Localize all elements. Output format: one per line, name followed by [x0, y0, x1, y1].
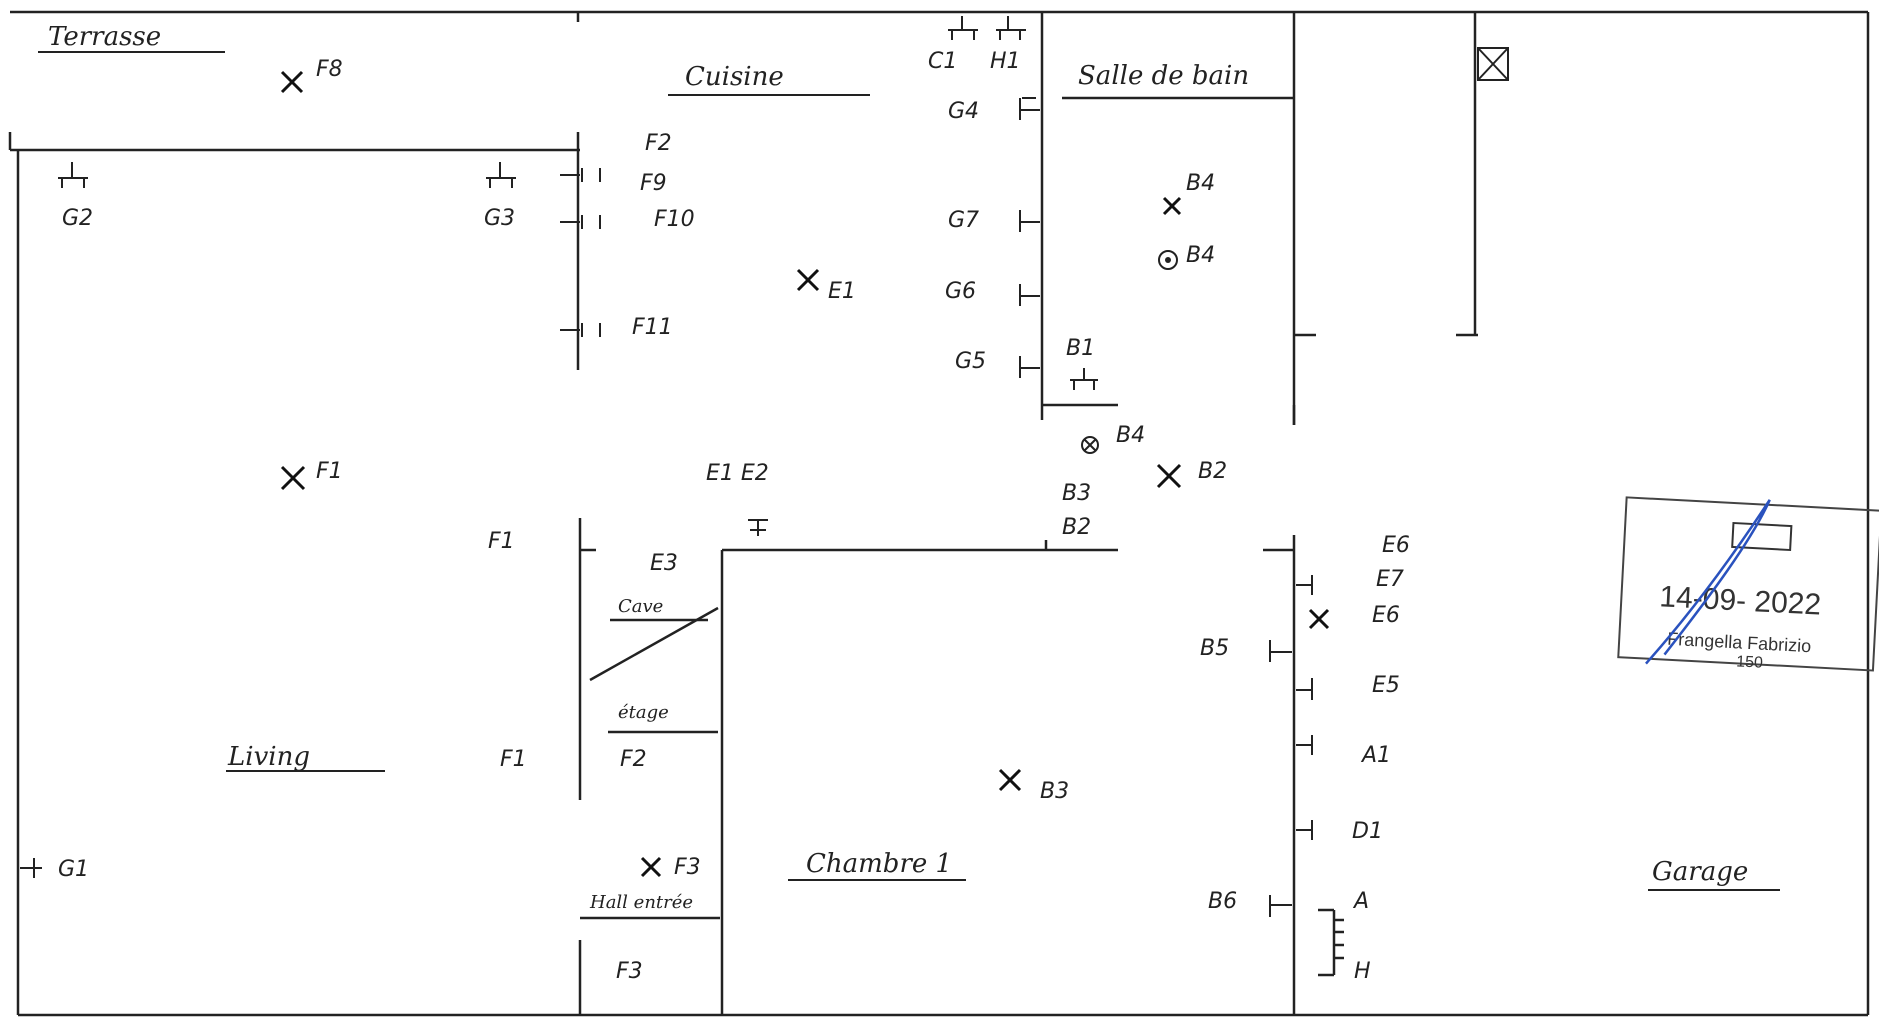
label-E3: E3: [650, 551, 678, 576]
socket-icon: [1019, 97, 1040, 120]
label-F1-low: F1: [500, 747, 527, 772]
label-F10: F10: [654, 207, 695, 232]
socket-icon: [1296, 820, 1313, 840]
socket-icon: [1269, 640, 1292, 662]
socket-icon: [1019, 356, 1040, 378]
signature: [1645, 499, 1771, 665]
socket-icon: [1070, 368, 1098, 390]
label-F1: F1: [316, 459, 343, 484]
label-B6: B6: [1208, 889, 1237, 914]
label-G3: G3: [484, 206, 515, 231]
light-point-icon: [280, 70, 304, 94]
socket-icon: [486, 162, 516, 188]
shaft-icon: [1477, 47, 1509, 81]
light-points: [280, 70, 1330, 878]
label-B4-mid: B4: [1186, 243, 1215, 268]
socket-icon: [560, 323, 601, 337]
socket-icon: [748, 519, 768, 536]
label-E7: E7: [1376, 567, 1404, 592]
socket-icon: [20, 858, 42, 878]
socket-icon: [560, 215, 601, 229]
room-garage: Garage: [1652, 857, 1748, 887]
light-point-icon: [280, 465, 306, 491]
label-G7: G7: [948, 208, 979, 233]
detector-icon: [1158, 250, 1178, 270]
label-F2: F2: [645, 131, 672, 156]
socket-icon: [1296, 678, 1313, 700]
stamp-emblem: [1731, 521, 1793, 552]
label-D1: D1: [1352, 819, 1383, 844]
label-C1: C1: [928, 49, 957, 74]
stamp-date: 14-09- 2022: [1659, 580, 1822, 621]
socket-icon: [1296, 735, 1313, 755]
light-point-icon: [640, 856, 662, 878]
label-G2: G2: [62, 206, 93, 231]
label-B3-chambre: B3: [1040, 779, 1069, 804]
light-point-icon: [1162, 196, 1182, 216]
label-E1E2: E1 E2: [706, 461, 769, 486]
label-F3-bottom: F3: [616, 959, 643, 984]
socket-icon: [996, 16, 1026, 40]
label-B4-low: B4: [1116, 423, 1145, 448]
label-F1-hall: F1: [488, 529, 515, 554]
socket-icon: [58, 162, 88, 188]
label-G4: G4: [948, 99, 979, 124]
label-B4-top: B4: [1186, 171, 1215, 196]
light-point-icon: [796, 268, 820, 292]
room-cave: Cave: [618, 596, 663, 617]
room-hall: Hall entrée: [589, 892, 693, 913]
socket-icon: [1296, 575, 1313, 595]
socket-icon: [560, 168, 601, 182]
socket-icon: [1019, 284, 1040, 306]
label-A1: A1: [1360, 743, 1391, 768]
room-chambre: Chambre 1: [806, 849, 952, 879]
light-point-icon: [1156, 463, 1182, 489]
label-E6-top: E6: [1382, 533, 1410, 558]
official-stamp: 14-09- 2022 Frangella Fabrizio 150: [1617, 496, 1879, 672]
label-E6-mid: E6: [1372, 603, 1400, 628]
label-G5: G5: [955, 349, 986, 374]
label-B1: B1: [1066, 336, 1095, 361]
label-B5: B5: [1200, 636, 1229, 661]
room-terrasse: Terrasse: [48, 22, 161, 52]
sockets: [20, 16, 1313, 917]
room-living: Living: [227, 742, 310, 772]
label-A: A: [1352, 889, 1369, 914]
label-H1: H1: [990, 49, 1021, 74]
stamp-border: [1617, 496, 1879, 672]
label-F8: F8: [316, 57, 343, 82]
room-underlines: [38, 51, 1780, 891]
label-F3-hall: F3: [674, 855, 701, 880]
label-H: H: [1354, 959, 1371, 984]
extractor-icon: [1081, 436, 1099, 454]
room-salle-de-bain: Salle de bain: [1078, 61, 1249, 91]
socket-icon: [948, 16, 978, 40]
light-point-icon: [1308, 608, 1330, 630]
label-B3-top: B3: [1062, 481, 1091, 506]
label-F9: F9: [640, 171, 667, 196]
label-E5: E5: [1372, 673, 1400, 698]
label-B2-left: B2: [1062, 515, 1091, 540]
point-labels: F8 F2 F9 F10 F11 G2 G3 E1 C1 H1 G4 G7 G6…: [58, 49, 1410, 984]
stamp-name: Frangella Fabrizio: [1667, 629, 1812, 657]
light-point-icon: [998, 768, 1022, 792]
label-B2-right: B2: [1198, 459, 1227, 484]
label-E1: E1: [828, 279, 856, 304]
label-F2-low: F2: [620, 747, 647, 772]
room-cuisine: Cuisine: [685, 62, 784, 92]
socket-icon: [1019, 210, 1040, 232]
walls: [8, 10, 1870, 1017]
stamp-number: 150: [1736, 653, 1764, 671]
room-names: Terrasse Cuisine Salle de bain Living Ca…: [48, 22, 1748, 913]
label-G6: G6: [945, 279, 976, 304]
room-etage: étage: [618, 702, 669, 723]
label-G1: G1: [58, 857, 89, 882]
label-F11: F11: [632, 315, 673, 340]
socket-icon: [1269, 895, 1292, 917]
